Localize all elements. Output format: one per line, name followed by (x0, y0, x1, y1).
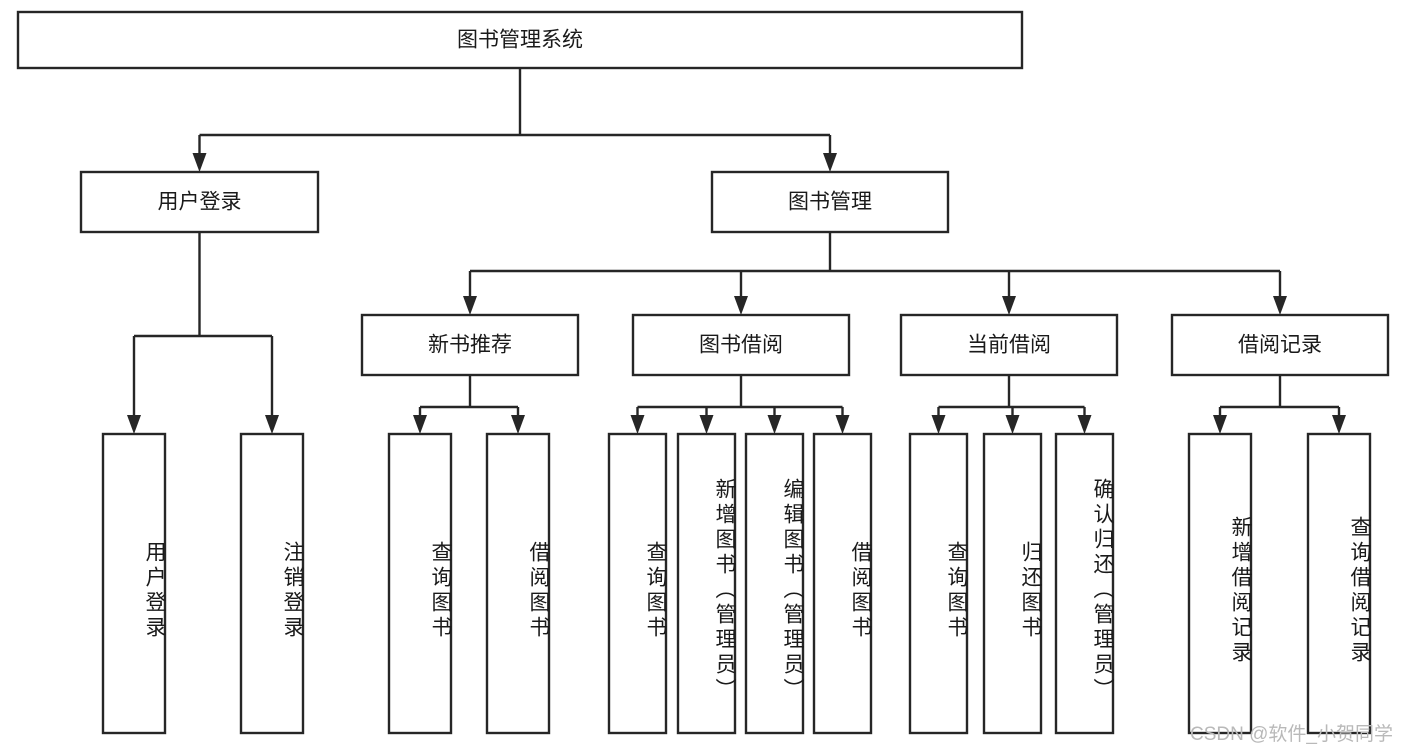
arrow-head-borrow-record-1 (1332, 415, 1346, 434)
node-box-leaf-query-book-recommend[interactable] (387, 432, 453, 735)
node-label-user-login: 用户登录 (158, 191, 242, 214)
arrow-head-new-book-recommend-1 (511, 415, 525, 434)
node-box-leaf-user-login[interactable] (101, 432, 167, 735)
arrow-head-new-book-recommend-0 (413, 415, 427, 434)
arrow-head-current-borrow-1 (1005, 415, 1020, 434)
node-box-leaf-logout[interactable] (239, 432, 305, 735)
node-box-leaf-query-book-current[interactable] (908, 432, 969, 735)
arrow-head-current-borrow-0 (931, 415, 946, 434)
arrow-head-current-borrow-2 (1077, 415, 1092, 434)
node-box-leaf-return-book[interactable] (982, 432, 1043, 735)
arrow-head-root-1 (823, 153, 837, 172)
arrow-head-borrow-record-0 (1213, 415, 1227, 434)
arrow-head-user-login-1 (265, 415, 279, 434)
node-label-root: 图书管理系统 (457, 29, 583, 52)
node-box-leaf-add-borrow-record[interactable] (1187, 432, 1253, 735)
arrow-head-bookmgmt-2 (1002, 296, 1016, 315)
connector-layer (127, 68, 1346, 434)
node-box-book-borrow[interactable] (631, 313, 851, 377)
node-label-book-borrow: 图书借阅 (699, 334, 783, 357)
arrow-head-book-borrow-2 (767, 415, 782, 434)
node-box-leaf-borrow-book[interactable] (812, 432, 873, 735)
node-box-root[interactable] (16, 10, 1024, 70)
node-box-leaf-query-book-borrow[interactable] (607, 432, 668, 735)
node-box-leaf-edit-book-admin[interactable] (744, 432, 805, 735)
node-label-borrow-record: 借阅记录 (1238, 334, 1322, 357)
arrow-head-bookmgmt-3 (1273, 296, 1287, 315)
node-box-new-book-recommend[interactable] (360, 313, 580, 377)
node-box-layer (16, 10, 1390, 735)
arrow-head-root-0 (192, 153, 207, 172)
node-label-new-book-recommend: 新书推荐 (428, 334, 512, 357)
arrow-head-bookmgmt-0 (463, 296, 477, 315)
node-box-current-borrow[interactable] (899, 313, 1119, 377)
arrow-head-book-borrow-3 (835, 415, 850, 434)
arrow-head-user-login-0 (127, 415, 141, 434)
node-box-user-login[interactable] (79, 170, 320, 234)
arrow-head-book-borrow-1 (699, 415, 714, 434)
node-box-leaf-query-borrow-record[interactable] (1306, 432, 1372, 735)
arrow-head-book-borrow-0 (630, 415, 645, 434)
node-label-book-management: 图书管理 (788, 191, 872, 214)
csdn-watermark: CSDN @软件_小贺同学 (1190, 724, 1393, 745)
node-box-leaf-add-book-admin[interactable] (676, 432, 737, 735)
node-box-book-management[interactable] (710, 170, 950, 234)
arrow-head-bookmgmt-1 (734, 296, 748, 315)
node-box-leaf-confirm-return-admin[interactable] (1054, 432, 1115, 735)
node-box-leaf-borrow-book-recommend[interactable] (485, 432, 551, 735)
node-box-borrow-record[interactable] (1170, 313, 1390, 377)
node-label-current-borrow: 当前借阅 (967, 334, 1051, 357)
